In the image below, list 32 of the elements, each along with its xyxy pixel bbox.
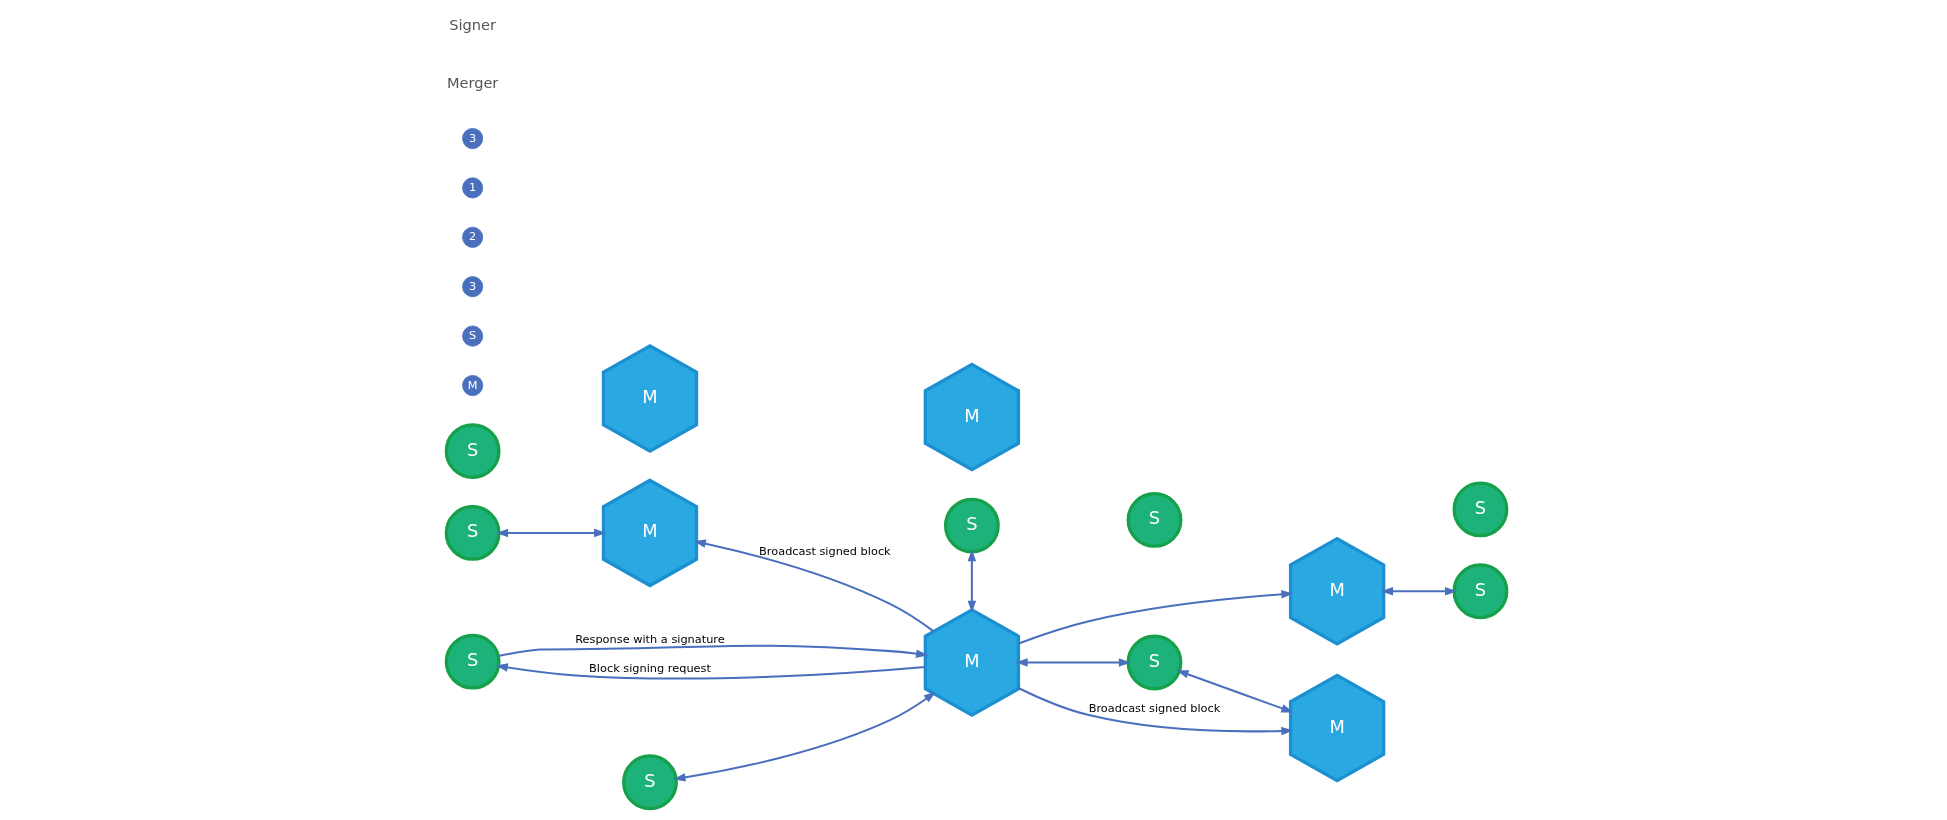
arrow [1015, 658, 1132, 667]
node-circle: S [1126, 492, 1183, 548]
arrow [1018, 687, 1294, 736]
legend-label: Merger [446, 73, 499, 91]
edge-label: Response with a signature [575, 632, 725, 647]
label: 2 [469, 229, 477, 244]
arrow [693, 539, 934, 632]
label: 3 [469, 130, 477, 145]
node-circle: S [444, 423, 501, 480]
node-circle: S [622, 754, 678, 811]
arrow [498, 644, 929, 658]
node-circle: S [1452, 563, 1509, 620]
arrow [495, 528, 607, 538]
arrow [1380, 586, 1458, 596]
legend-label: Signer [449, 15, 496, 33]
arrow [673, 691, 936, 782]
arrow [1018, 590, 1294, 645]
arrow [1176, 670, 1294, 713]
edge-label: Block signing request [589, 661, 711, 676]
arrow [495, 663, 926, 680]
edge-label: Broadcast signed block [1088, 701, 1221, 716]
node-circle: S [444, 633, 501, 690]
arrow [967, 549, 977, 613]
label: M [467, 377, 478, 392]
node-circle: S [1126, 634, 1183, 691]
node-circle: S [1452, 481, 1509, 538]
label: S [469, 328, 477, 343]
label: 1 [469, 179, 477, 194]
node-circle: S [444, 504, 501, 561]
edge-label: Broadcast signed block [759, 543, 891, 558]
node-circle: S [943, 497, 1000, 554]
label: 3 [469, 278, 477, 293]
